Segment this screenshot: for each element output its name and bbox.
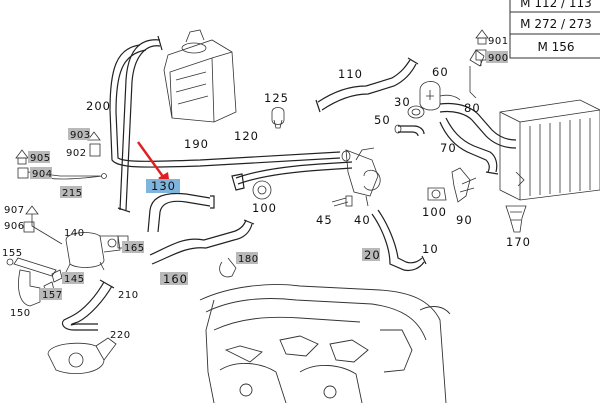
label-155[interactable]: 155 bbox=[2, 248, 23, 259]
label-200[interactable]: 200 bbox=[86, 99, 111, 113]
hose-120 bbox=[231, 161, 353, 191]
label-100-left[interactable]: 100 bbox=[252, 201, 277, 215]
callout-labels: 130 160 165 180 20 145 157 215 905 904 9… bbox=[2, 36, 531, 341]
label-130-highlight bbox=[146, 179, 180, 193]
label-130[interactable]: 130 bbox=[151, 179, 176, 193]
sensor-903 bbox=[87, 131, 101, 141]
label-215[interactable]: 215 bbox=[62, 188, 83, 199]
sensor-905 bbox=[15, 149, 29, 165]
label-900[interactable]: 900 bbox=[488, 53, 509, 64]
label-125[interactable]: 125 bbox=[264, 91, 289, 105]
label-30[interactable]: 30 bbox=[394, 95, 411, 109]
bolt-45 bbox=[331, 195, 353, 207]
label-190[interactable]: 190 bbox=[184, 137, 209, 151]
hose-80 bbox=[439, 102, 517, 149]
expansion-tank-drawing bbox=[163, 29, 237, 123]
label-160[interactable]: 160 bbox=[163, 272, 188, 286]
clip-145 bbox=[51, 269, 63, 283]
model-row-3-cell bbox=[509, 33, 600, 59]
label-10[interactable]: 10 bbox=[422, 242, 439, 256]
label-150[interactable]: 150 bbox=[10, 308, 31, 319]
label-100-right[interactable]: 100 bbox=[422, 205, 447, 219]
label-906[interactable]: 906 bbox=[4, 221, 25, 232]
sensor-901 bbox=[475, 29, 489, 45]
label-140[interactable]: 140 bbox=[64, 228, 85, 239]
label-901[interactable]: 901 bbox=[488, 36, 509, 47]
engine-block-drawing bbox=[199, 284, 451, 404]
bracket-90 bbox=[451, 167, 477, 203]
sensor-906 bbox=[23, 221, 35, 233]
label-907[interactable]: 907 bbox=[4, 205, 25, 216]
clamp-30 bbox=[407, 105, 425, 119]
radiator-drawing bbox=[499, 99, 600, 201]
hose-210 bbox=[61, 279, 115, 331]
screw-155 bbox=[6, 258, 14, 266]
label-903[interactable]: 903 bbox=[70, 130, 91, 141]
pump-140 bbox=[65, 232, 121, 273]
label-157[interactable]: 157 bbox=[42, 290, 63, 301]
hose-50 bbox=[394, 124, 425, 137]
label-110[interactable]: 110 bbox=[338, 67, 363, 81]
sensor-902 bbox=[89, 143, 101, 157]
pump-220 bbox=[47, 337, 117, 374]
model-row-1: M 112 / 113 bbox=[520, 0, 592, 10]
label-145[interactable]: 145 bbox=[64, 274, 85, 285]
label-905[interactable]: 905 bbox=[30, 153, 51, 164]
label-60[interactable]: 60 bbox=[432, 65, 449, 79]
model-row-2: M 272 / 273 bbox=[520, 17, 592, 31]
fitting-100-left bbox=[252, 180, 272, 200]
label-904[interactable]: 904 bbox=[32, 169, 53, 180]
label-120[interactable]: 120 bbox=[234, 129, 259, 143]
label-45[interactable]: 45 bbox=[316, 213, 333, 227]
label-80[interactable]: 80 bbox=[464, 101, 481, 115]
label-50[interactable]: 50 bbox=[374, 113, 391, 127]
clamp-125 bbox=[271, 107, 285, 129]
label-40[interactable]: 40 bbox=[354, 213, 371, 227]
model-row-3: M 156 bbox=[537, 40, 574, 54]
hose-160 bbox=[149, 219, 255, 265]
plug-170 bbox=[505, 205, 527, 233]
label-170[interactable]: 170 bbox=[506, 235, 531, 249]
bracket-150 bbox=[13, 257, 57, 307]
fitting-100-right bbox=[427, 187, 447, 201]
label-220[interactable]: 220 bbox=[110, 330, 131, 341]
label-20[interactable]: 20 bbox=[364, 248, 381, 262]
clip-180 bbox=[219, 257, 237, 278]
label-165[interactable]: 165 bbox=[124, 243, 145, 254]
label-210[interactable]: 210 bbox=[118, 290, 139, 301]
hose-190 bbox=[109, 44, 351, 168]
label-70[interactable]: 70 bbox=[440, 141, 457, 155]
hose-130 bbox=[147, 192, 215, 233]
hose-10 bbox=[371, 209, 427, 272]
hose-200 bbox=[117, 35, 163, 213]
label-902[interactable]: 902 bbox=[66, 148, 87, 159]
valve-40 bbox=[345, 147, 381, 207]
sensor-907 bbox=[25, 205, 63, 245]
sensor-900 bbox=[475, 49, 487, 66]
hose-70 bbox=[439, 117, 499, 175]
model-table: M 112 / 113 M 272 / 273 M 156 bbox=[509, 0, 600, 59]
hose-110 bbox=[315, 57, 419, 113]
label-180[interactable]: 180 bbox=[238, 254, 259, 265]
label-90[interactable]: 90 bbox=[456, 213, 473, 227]
